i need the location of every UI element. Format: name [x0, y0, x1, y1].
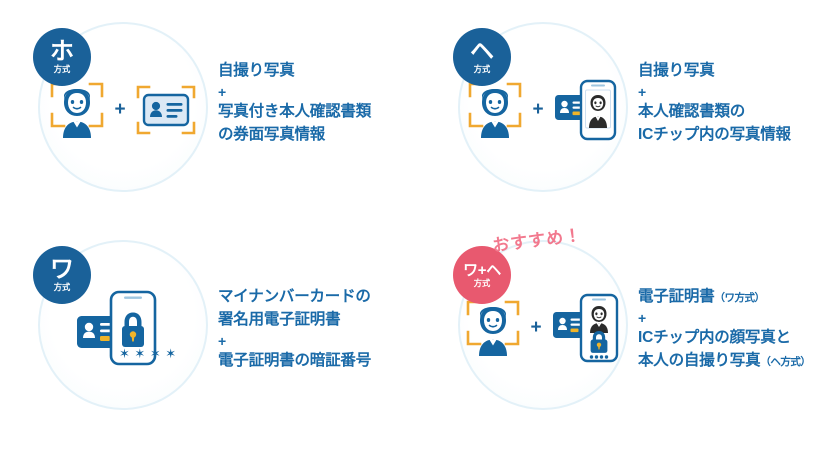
card-phone-photo-lock-icon: [551, 292, 621, 364]
description-ho: 自撮り写真 + 写真付き本人確認書類 の券面写真情報: [218, 60, 418, 147]
desc-line: の券面写真情報: [218, 125, 326, 143]
badge-ho: ホ 方式: [33, 28, 91, 86]
selfie-face-icon: [467, 81, 523, 139]
desc-note: （ワ方式）: [714, 292, 766, 304]
desc-line: 署名用電子証明書: [218, 310, 341, 328]
desc-text: 電子証明書: [638, 288, 715, 305]
desc-line: 本人の自撮り写真（ヘ方式）: [638, 350, 838, 373]
badge-sub-label: 方式: [473, 277, 491, 288]
desc-line: 電子証明書（ワ方式）: [638, 286, 838, 309]
description-he: 自撮り写真 + 本人確認書類の ICチップ内の写真情報: [638, 60, 838, 147]
svg-text:✶ ✶ ✶ ✶: ✶ ✶ ✶ ✶: [119, 347, 176, 362]
panel-wa-he: おすすめ！ ワ+ヘ 方式: [420, 218, 840, 443]
icon-cluster-wa-he: +: [458, 288, 628, 368]
badge-he: ヘ 方式: [453, 28, 511, 86]
badge-sub-label: 方式: [53, 282, 71, 292]
desc-plus: +: [218, 332, 226, 349]
panel-he: ヘ 方式 +: [420, 0, 840, 225]
badge-wa-he: ワ+ヘ 方式: [453, 246, 511, 304]
desc-text: 本人の自撮り写真: [638, 351, 761, 369]
desc-line: 本人確認書類の: [638, 102, 746, 120]
description-wa: マイナンバーカードの 署名用電子証明書 + 電子証明書の暗証番号: [218, 286, 418, 373]
badge-main-label: ヘ: [470, 38, 494, 65]
desc-line: 自撮り写真: [218, 62, 295, 79]
selfie-face-icon: [49, 81, 105, 139]
badge-main-label: ワ+ヘ: [463, 261, 501, 279]
badge-sub-label: 方式: [53, 64, 71, 74]
desc-line: ICチップ内の写真情報: [638, 125, 791, 143]
description-wa-he: 電子証明書（ワ方式） + ICチップ内の顔写真と 本人の自撮り写真（ヘ方式）: [638, 286, 838, 373]
id-card-icon: [135, 84, 197, 136]
desc-note: （ヘ方式）: [760, 355, 811, 368]
selfie-face-icon: [465, 299, 521, 357]
card-phone-lock-icon: ✶ ✶ ✶ ✶: [75, 288, 176, 368]
desc-line: 写真付き本人確認書類: [218, 102, 372, 120]
icon-cluster-wa: ✶ ✶ ✶ ✶: [38, 288, 208, 368]
desc-plus: +: [638, 309, 646, 326]
badge-sub-label: 方式: [473, 64, 491, 74]
desc-line: 電子証明書の暗証番号: [218, 351, 372, 369]
desc-line: ICチップ内の顔写真と: [638, 328, 791, 346]
plus-separator: +: [532, 98, 544, 120]
plus-separator: +: [114, 98, 126, 120]
panel-ho: ホ 方式: [0, 0, 420, 225]
badge-main-label: ホ: [50, 38, 74, 65]
desc-plus: +: [218, 83, 226, 100]
desc-line: 自撮り写真: [638, 62, 715, 79]
desc-line: マイナンバーカードの: [218, 288, 371, 305]
icon-cluster-he: +: [458, 70, 628, 150]
panel-wa: ワ 方式: [0, 218, 420, 443]
badge-wa: ワ 方式: [33, 246, 91, 304]
plus-separator: +: [530, 316, 542, 338]
badge-main-label: ワ: [50, 256, 74, 283]
card-phone-photo-icon: [553, 78, 619, 142]
desc-plus: +: [638, 83, 646, 100]
